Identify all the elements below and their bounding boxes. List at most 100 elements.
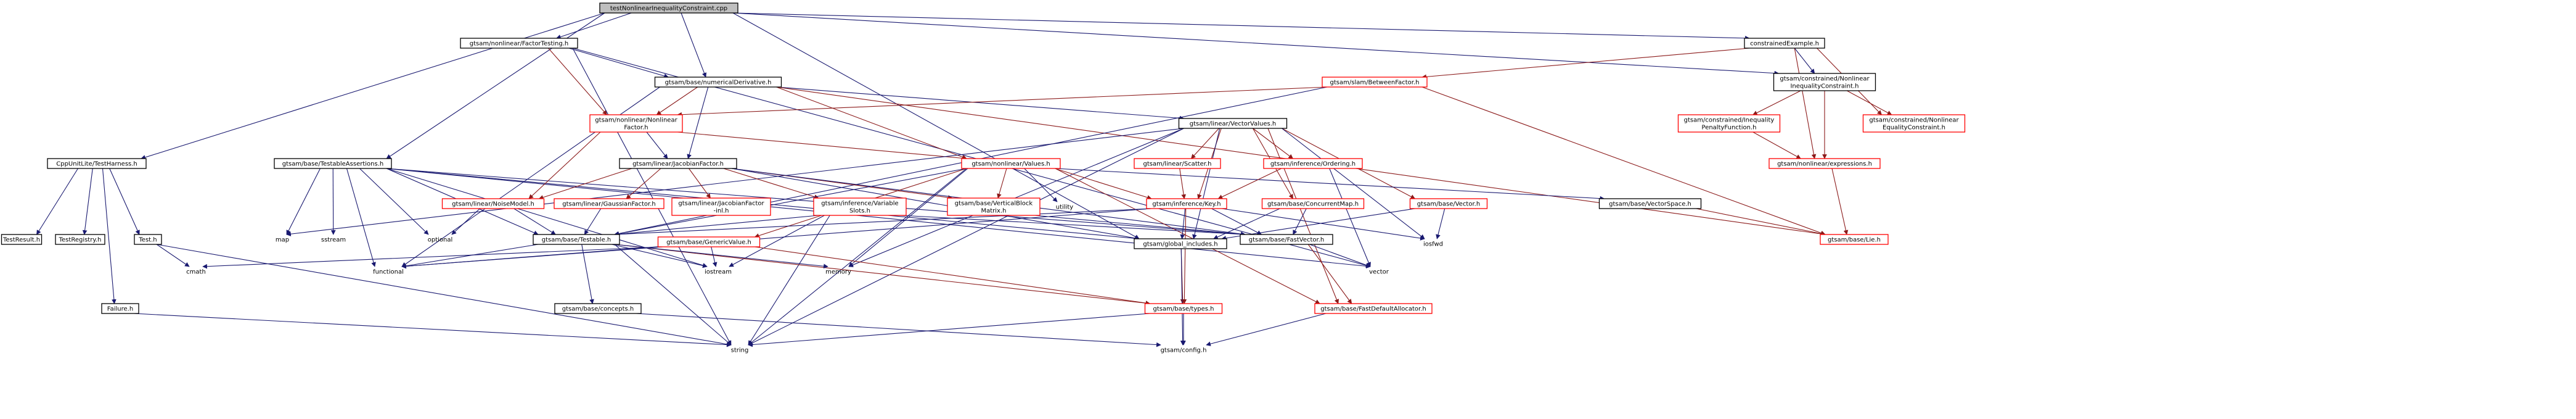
- node-label: gtsam/base/numericalDerivative.h: [665, 80, 772, 86]
- edge-jacobianfactor-to-globalincludes: [731, 168, 1140, 241]
- node-testresult[interactable]: TestResult.h: [1, 234, 43, 245]
- node-label: gtsam/inference/Variable: [821, 201, 898, 207]
- node-label: cmath: [186, 269, 206, 276]
- edge-values-to-string: [748, 168, 967, 346]
- edge-jacobianfactor-to-gaussianfactor: [626, 168, 661, 199]
- node-ordering[interactable]: gtsam/inference/Ordering.h: [1263, 158, 1363, 169]
- edge-failure-to-string: [133, 313, 732, 347]
- node-label: gtsam/base/VectorSpace.h: [1609, 201, 1691, 208]
- node-vectorh[interactable]: gtsam/base/Vector.h: [1409, 198, 1488, 209]
- node-box: [134, 234, 162, 245]
- node-jacobianfactor[interactable]: gtsam/linear/JacobianFactor.h: [619, 158, 737, 169]
- edge-root-to-numericalderivative: [681, 12, 707, 78]
- edge-values-to-vectorspace: [1055, 168, 1605, 201]
- node-box: [1134, 158, 1221, 169]
- node-box: [55, 234, 105, 245]
- node-failure[interactable]: Failure.h: [101, 303, 139, 314]
- edge-vectorvalues-to-globalincludes: [1192, 128, 1221, 239]
- node-cmath: cmath: [186, 269, 206, 276]
- edge-vectorvalues-to-ordering: [1253, 128, 1294, 159]
- node-iosfwd: iosfwd: [1423, 241, 1443, 248]
- node-box: [589, 114, 683, 133]
- node-box: [533, 234, 620, 245]
- node-betweenfactor[interactable]: gtsam/slam/BetweenFactor.h: [1322, 77, 1428, 88]
- edge-globalincludes-to-config: [1180, 248, 1185, 346]
- node-scatter[interactable]: gtsam/linear/Scatter.h: [1134, 158, 1221, 169]
- node-genericvalue[interactable]: gtsam/base/GenericValue.h: [657, 236, 761, 247]
- node-concurrentmap[interactable]: gtsam/base/ConcurrentMap.h: [1261, 198, 1365, 209]
- node-functional: functional: [373, 269, 404, 276]
- node-fastvector[interactable]: gtsam/base/FastVector.h: [1240, 234, 1333, 245]
- nodes-layer: testNonlinearInequalityConstraint.cpp gts…: [1, 2, 1966, 354]
- edge-testableassertions-to-iostream: [386, 168, 708, 268]
- edge-types-to-string: [748, 313, 1150, 347]
- edge-variableslots-to-string: [748, 215, 830, 346]
- node-label: CppUnitLite/TestHarness.h: [56, 161, 137, 168]
- node-cppunitlite[interactable]: CppUnitLite/TestHarness.h: [47, 158, 147, 169]
- node-testable[interactable]: gtsam/base/Testable.h: [533, 234, 620, 245]
- edge-nonlinearfactor-to-noisemodel: [528, 131, 601, 199]
- node-label: optional: [428, 237, 453, 244]
- edge-numericalderivative-to-jacobianfactor: [687, 86, 709, 159]
- node-noisemodel[interactable]: gtsam/linear/NoiseModel.h: [441, 198, 545, 209]
- node-numericalderivative[interactable]: gtsam/base/numericalDerivative.h: [654, 77, 782, 88]
- node-testableassertions[interactable]: gtsam/base/TestableAssertions.h: [274, 158, 392, 169]
- edge-cppunitlite-to-testregistry: [82, 168, 93, 235]
- node-testh[interactable]: Test.h: [134, 234, 162, 245]
- node-label: gtsam/constrained/Nonlinear: [1869, 117, 1959, 124]
- node-map: map: [276, 237, 289, 244]
- node-label: gtsam/base/Lie.h: [1828, 237, 1881, 244]
- edge-testh-to-cmath: [156, 244, 190, 267]
- node-box: [441, 198, 545, 209]
- node-box: [1598, 198, 1702, 209]
- node-values[interactable]: gtsam/nonlinear/Values.h: [961, 158, 1061, 169]
- edge-factortesting-to-string: [572, 48, 732, 346]
- edge-jacobianfactor-to-noisemodel: [538, 168, 632, 200]
- edge-variableslots-to-testable: [614, 215, 819, 237]
- edge-values-to-verticalblockmatrix: [997, 168, 1007, 199]
- node-testregistry[interactable]: TestRegistry.h: [55, 234, 105, 245]
- node-label: gtsam/linear/NoiseModel.h: [452, 201, 534, 208]
- node-memory: memory: [825, 269, 851, 276]
- node-gaussianfactor[interactable]: gtsam/linear/GaussianFactor.h: [554, 198, 664, 209]
- node-types[interactable]: gtsam/base/types.h: [1144, 303, 1223, 314]
- node-label: gtsam/linear/VectorValues.h: [1190, 121, 1276, 128]
- node-lie[interactable]: gtsam/base/Lie.h: [1820, 234, 1889, 245]
- edge-values-to-key: [1055, 168, 1152, 200]
- edge-nonlinearfactor-to-jacobianfactor: [646, 131, 668, 159]
- node-label: gtsam/constrained/Inequality: [1684, 117, 1775, 124]
- edge-vectorvalues-to-iosfwd: [1282, 128, 1425, 239]
- node-box: [599, 2, 738, 14]
- node-jacobianfactorinl[interactable]: gtsam/linear/JacobianFactor-inl.h: [671, 197, 771, 216]
- edge-testableassertions-to-optional: [359, 168, 429, 235]
- node-label: gtsam/base/GenericValue.h: [666, 239, 751, 246]
- edge-fastvector-to-vectorstd: [1309, 244, 1371, 268]
- node-vectorvalues[interactable]: gtsam/linear/VectorValues.h: [1178, 118, 1288, 129]
- node-box: [1862, 114, 1966, 133]
- node-globalincludes[interactable]: gtsam/global_includes.h: [1134, 238, 1227, 249]
- edges-layer: [36, 12, 1892, 347]
- node-inequalitypenalty[interactable]: gtsam/constrained/InequalityPenaltyFunct…: [1677, 114, 1781, 133]
- node-fastdefaultallocator[interactable]: gtsam/base/FastDefaultAllocator.h: [1314, 303, 1433, 314]
- node-concepts[interactable]: gtsam/base/concepts.h: [554, 303, 642, 314]
- node-label: TestResult.h: [2, 237, 40, 244]
- node-box: [1773, 73, 1876, 91]
- node-box: [1134, 238, 1227, 249]
- node-key[interactable]: gtsam/inference/Key.h: [1146, 198, 1227, 209]
- node-label: string: [731, 347, 749, 354]
- node-expressions[interactable]: gtsam/nonlinear/expressions.h: [1768, 158, 1881, 169]
- edge-concepts-to-config: [636, 313, 1161, 347]
- node-constrainedexample[interactable]: constrainedExample.h: [1744, 38, 1825, 49]
- node-nonlinearinequality[interactable]: gtsam/constrained/NonlinearInequalityCon…: [1773, 73, 1876, 91]
- node-vectorspace[interactable]: gtsam/base/VectorSpace.h: [1598, 198, 1702, 209]
- edge-concurrentmap-to-globalincludes: [1213, 208, 1280, 239]
- node-nonlinearequality[interactable]: gtsam/constrained/NonlinearEqualityConst…: [1862, 114, 1966, 133]
- node-box: [619, 158, 737, 169]
- edge-values-to-memory: [848, 168, 968, 267]
- edge-testable-to-iostream: [611, 244, 708, 268]
- node-factortesting[interactable]: gtsam/nonlinear/FactorTesting.h: [460, 38, 578, 49]
- node-root[interactable]: testNonlinearInequalityConstraint.cpp: [599, 2, 738, 14]
